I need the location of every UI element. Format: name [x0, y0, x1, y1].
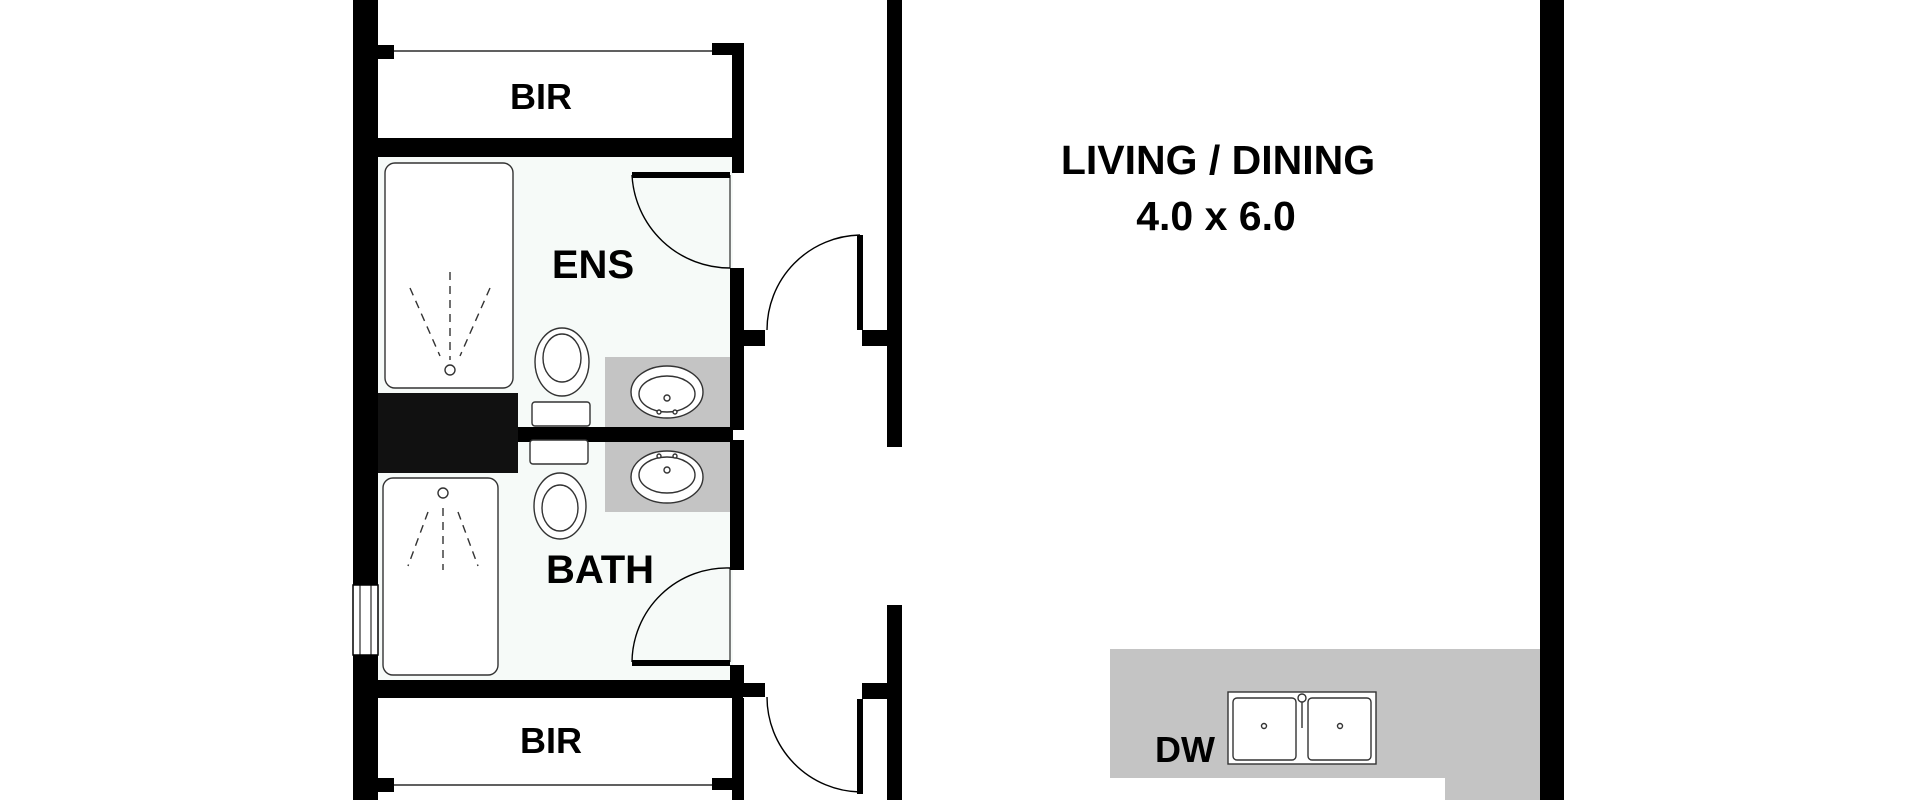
bir-bottom-label: BIR	[520, 720, 582, 761]
ensuite-right-wall	[730, 268, 744, 430]
bath-door-stub	[730, 683, 765, 697]
room-labels: BIR ENS BATH BIR LIVING / DINING 4.0 x 6…	[510, 76, 1375, 770]
bathroom-door	[631, 567, 731, 666]
left-wall-upper	[353, 0, 378, 585]
living-left-wall-lower	[887, 605, 902, 800]
bath-lower-right-wall	[730, 665, 744, 683]
bir-bottom-cleat-left	[378, 778, 394, 792]
bir-bottom-right-wall	[732, 698, 744, 800]
bathroom-fixtures	[382, 439, 704, 676]
living-dining-label: LIVING / DINING	[1061, 137, 1375, 183]
hall-door-upper	[766, 234, 861, 331]
hall-door-jamb-upper	[857, 235, 863, 330]
living-left-wall-lower-stub	[862, 683, 902, 699]
right-wall	[1540, 0, 1564, 800]
kitchen-sink	[1227, 691, 1377, 765]
window	[352, 584, 379, 656]
living-left-wall-upper	[887, 0, 902, 447]
bir-top-label: BIR	[510, 76, 572, 117]
kitchen-floor-edge	[1110, 778, 1445, 800]
benchtops	[605, 357, 1540, 800]
bathroom-basin	[630, 450, 704, 504]
ensuite-fixtures	[384, 162, 704, 427]
ensuite-door	[631, 172, 731, 269]
ensuite-label: ENS	[552, 243, 634, 287]
ensuite-toilet	[531, 327, 591, 427]
wardrobe-rails	[394, 50, 712, 786]
bir-top-right-wall	[732, 43, 744, 173]
bir-top-cleat-left	[378, 45, 394, 59]
bir-top-right-flange	[712, 43, 744, 55]
bathroom-label: BATH	[546, 548, 654, 592]
doors	[631, 172, 861, 793]
service-shaft	[378, 393, 518, 473]
living-left-wall-upper-stub	[862, 330, 902, 346]
bir-top-bottom-wall	[378, 138, 743, 157]
bir-bottom-right-flange	[712, 778, 744, 790]
dishwasher-label: DW	[1155, 729, 1215, 770]
bath-right-wall	[730, 440, 744, 570]
bathroom-bathtub	[382, 477, 499, 676]
hall-door-jamb-lower	[857, 699, 863, 794]
ensuite-door-stub	[730, 330, 765, 346]
hall-door-lower	[766, 696, 861, 793]
bath-bottom-wall	[378, 680, 743, 698]
left-wall-lower	[353, 655, 378, 800]
bathroom-toilet	[529, 439, 589, 540]
ensuite-basin	[630, 365, 704, 419]
living-dining-size: 4.0 x 6.0	[1136, 193, 1296, 239]
ensuite-bathtub	[384, 162, 514, 389]
walls	[353, 0, 1564, 800]
